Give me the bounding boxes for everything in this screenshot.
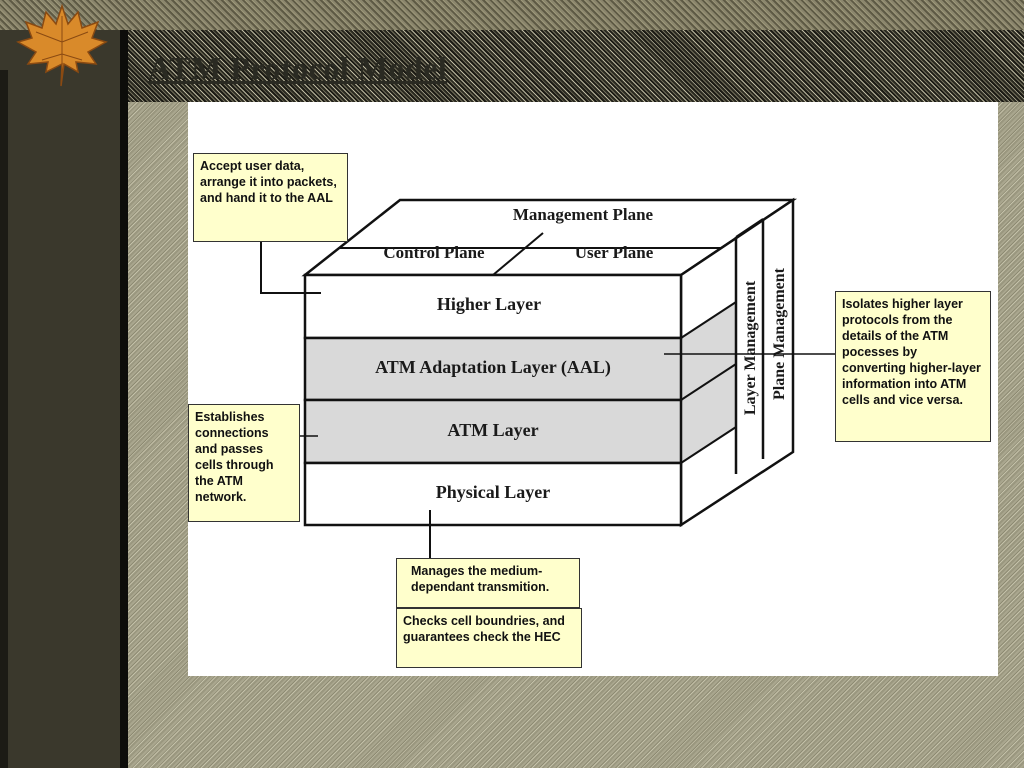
- note-higher-layer: Accept user data, arrange it into packet…: [193, 153, 348, 242]
- control-plane-label: Control Plane: [383, 243, 485, 262]
- management-plane-label: Management Plane: [513, 205, 654, 224]
- higher-layer-label: Higher Layer: [437, 294, 541, 314]
- diagram-canvas: Management Plane Control Plane User Plan…: [188, 102, 998, 676]
- left-column: [0, 30, 128, 768]
- layer-management-label: Layer Management: [742, 280, 759, 415]
- physical-layer-block: [303, 461, 683, 527]
- side-face-line-1: [680, 301, 737, 339]
- left-vertical-rule: [120, 30, 128, 768]
- slide-title: ATM Protocol Model: [148, 50, 448, 86]
- side-face-line-2: [680, 363, 737, 401]
- strip-top-1: [735, 218, 764, 238]
- control-user-divider: [492, 232, 544, 276]
- top-texture-band: [0, 0, 1024, 30]
- plane-management-label: Plane Management: [771, 267, 788, 400]
- maple-leaf-icon: [16, 3, 108, 87]
- note-aal: Isolates higher layer protocols from the…: [835, 291, 991, 442]
- atm-protocol-cube: Management Plane Control Plane User Plan…: [260, 197, 835, 558]
- left-dark-strip: [0, 70, 8, 768]
- note-atm-layer: Establishes connections and passes cells…: [188, 404, 300, 522]
- note-physical-bottom: Checks cell boundries, and guarantees ch…: [396, 608, 582, 668]
- atm-layer-block: [303, 398, 683, 465]
- aal-layer-label: ATM Adaptation Layer (AAL): [375, 357, 611, 378]
- title-band: [128, 30, 1024, 102]
- side-face-line-3: [680, 426, 737, 464]
- physical-layer-label: Physical Layer: [436, 482, 551, 502]
- atm-layer-label: ATM Layer: [447, 420, 538, 440]
- user-plane-label: User Plane: [575, 243, 654, 262]
- note-physical-top: Manages the medium-dependant transmition…: [396, 558, 580, 608]
- connector-higher: [260, 240, 321, 294]
